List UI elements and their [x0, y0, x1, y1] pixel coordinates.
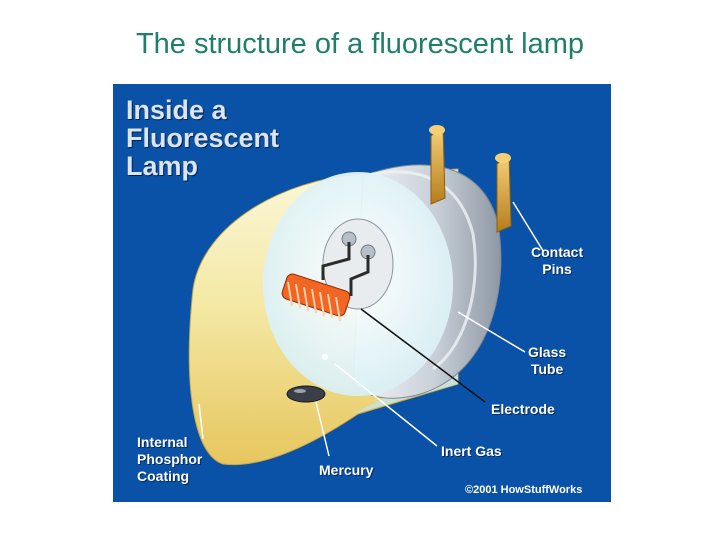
slide-title: The structure of a fluorescent lamp [135, 28, 585, 60]
label-glass-tube: Glass Tube [528, 344, 566, 378]
contact-pin-lower [495, 152, 512, 233]
mercury-droplet [286, 385, 326, 403]
leader-phosphor [198, 403, 204, 440]
mercury-highlight [294, 389, 306, 393]
diagram-title-line-2: Fluorescent [126, 123, 280, 153]
copyright-notice: ©2001 HowStuffWorks [465, 484, 583, 496]
label-phosphor-line-3: Coating [137, 468, 190, 484]
inert-gas-particle [322, 354, 328, 360]
leader-contact-pins [512, 201, 546, 255]
leader-mercury [315, 401, 330, 457]
label-contact-pins-line-2: Pins [542, 261, 572, 277]
label-mercury: Mercury [319, 462, 374, 478]
leader-inert-gas [334, 363, 438, 447]
leader-glass-tube [457, 311, 526, 353]
lead-wires [321, 242, 370, 296]
lamp-illustration [188, 124, 546, 466]
label-inert-gas: Inert Gas [441, 443, 502, 459]
label-glass-tube-line-1: Glass [528, 344, 567, 360]
label-contact-pins-line-1: Contact [531, 244, 584, 260]
label-contact-pins: Contact Pins [531, 244, 583, 278]
contact-pin-upper [429, 124, 446, 205]
end-cap-rim [362, 170, 477, 371]
diagram-title-line-1: Inside a [126, 95, 227, 125]
electrode-mount [322, 218, 394, 310]
lamp-diagram: Inside a Fluorescent Lamp Contact Pins G… [113, 84, 611, 502]
leader-lines [198, 201, 546, 457]
leader-electrode [360, 308, 486, 403]
diagram-title-line-3: Lamp [126, 151, 199, 181]
electrode-filament [281, 273, 351, 322]
label-phosphor-line-1: Internal [137, 434, 188, 450]
label-glass-tube-line-2: Tube [530, 361, 564, 377]
label-internal-phosphor-coating: Internal Phosphor Coating [137, 434, 202, 485]
diagram-title: Inside a Fluorescent Lamp [126, 96, 279, 180]
label-phosphor-line-2: Phosphor [137, 451, 203, 467]
label-electrode: Electrode [491, 401, 555, 417]
